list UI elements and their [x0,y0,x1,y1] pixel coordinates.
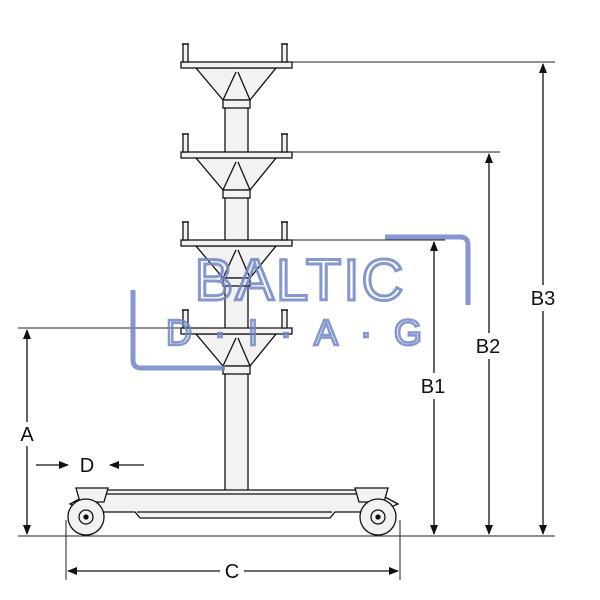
watermark-frame [385,234,471,305]
watermark-line-1: BALTIC [195,248,406,313]
label-b2: B2 [476,336,500,358]
right-caster-wheel [359,498,397,536]
watermark-line-2: D·I·A·G [166,312,444,353]
label-d: D [80,455,94,477]
shelf-tier [180,221,293,287]
label-a: A [20,424,34,446]
baltic-diag-watermark: BALTIC D·I·A·G [130,234,471,371]
label-c: C [225,561,239,583]
shelf-tier [180,133,293,199]
shelf-tier [180,309,293,375]
shelf-tiers [180,43,293,375]
label-b1: B1 [421,376,445,398]
left-caster-wheel [67,498,105,536]
extension-lines [18,61,555,580]
base-frame [68,489,400,519]
shelf-tier [180,43,293,109]
label-b3: B3 [531,288,555,310]
